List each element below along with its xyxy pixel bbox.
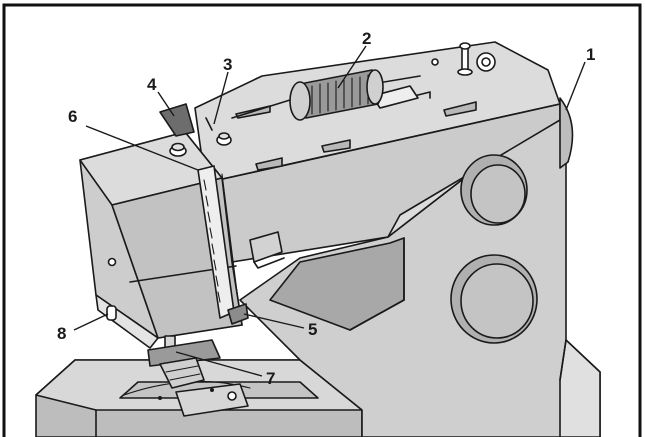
callout-6: 6 bbox=[68, 107, 77, 126]
thread-spool bbox=[231, 69, 384, 121]
callout-8: 8 bbox=[57, 324, 66, 343]
callout-1: 1 bbox=[586, 45, 595, 64]
machine-head bbox=[79, 103, 285, 349]
callout-5: 5 bbox=[308, 320, 317, 339]
leader-lines bbox=[73, 45, 586, 377]
diagram-border bbox=[2, 3, 642, 437]
controls bbox=[450, 97, 574, 344]
callout-4: 4 bbox=[147, 75, 157, 94]
spool-pins bbox=[431, 42, 496, 76]
callout-7: 7 bbox=[266, 369, 275, 388]
callout-2: 2 bbox=[362, 29, 371, 48]
callout-3: 3 bbox=[223, 55, 232, 74]
